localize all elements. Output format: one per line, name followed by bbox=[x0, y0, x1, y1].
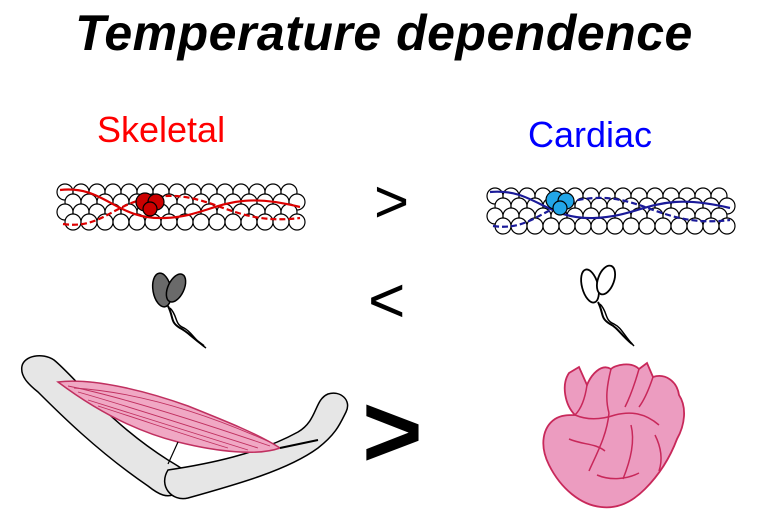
comparison-myosin-symbol: < bbox=[368, 264, 406, 336]
cardiac-myosin-icon bbox=[580, 264, 635, 347]
skeletal-thin-filament-icon bbox=[56, 183, 306, 231]
actin-bead bbox=[208, 213, 226, 231]
actin-bead bbox=[64, 213, 82, 231]
actin-bead bbox=[606, 217, 624, 235]
skeletal-muscle-icon bbox=[20, 354, 349, 500]
actin-bead bbox=[256, 213, 274, 231]
cardiac-label: Cardiac bbox=[528, 114, 653, 155]
actin-bead bbox=[272, 213, 290, 231]
heart-icon bbox=[542, 361, 685, 509]
actin-bead bbox=[288, 213, 306, 231]
page-title: Temperature dependence bbox=[75, 5, 693, 61]
skeletal-myosin-icon bbox=[151, 272, 207, 349]
actin-bead bbox=[224, 213, 242, 231]
actin-bead bbox=[590, 217, 608, 235]
actin-bead bbox=[638, 217, 656, 235]
actin-bead bbox=[718, 217, 736, 235]
comparison-filament-symbol: > bbox=[374, 168, 410, 235]
actin-bead bbox=[654, 217, 672, 235]
actin-bead bbox=[622, 217, 640, 235]
actin-bead bbox=[192, 213, 210, 231]
actin-bead bbox=[542, 217, 560, 235]
actin-bead bbox=[670, 217, 688, 235]
actin-bead bbox=[80, 213, 98, 231]
actin-bead bbox=[112, 213, 130, 231]
actin-bead bbox=[96, 213, 114, 231]
actin-bead bbox=[574, 217, 592, 235]
comparison-organ-symbol: > bbox=[362, 374, 423, 490]
cardiac-thin-filament-icon bbox=[486, 187, 736, 235]
actin-bead bbox=[558, 217, 576, 235]
skeletal-label: Skeletal bbox=[97, 109, 226, 150]
